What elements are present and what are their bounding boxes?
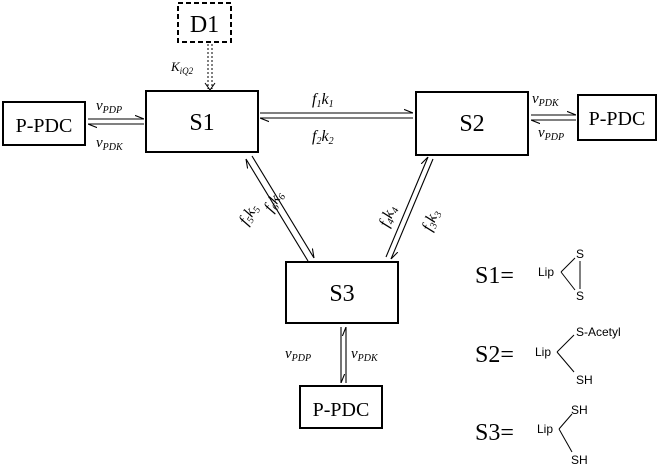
legend-s1-bottom: S (576, 289, 584, 303)
s1-s3-f5k5-rate: f5k5 (236, 201, 263, 229)
left-bottom-rate: vPDK (96, 135, 124, 153)
legend-s2: S2= Lip S-Acetyl SH (475, 325, 621, 387)
s3-box (285, 261, 399, 324)
legend-s3-bond-top (558, 413, 573, 430)
s1-s2-top-rate: f1k1 (312, 91, 334, 110)
ppdc-right-box (577, 94, 657, 141)
legend-s2-lip: Lip (535, 345, 551, 359)
right-bottom-rate: vPDP (538, 125, 564, 143)
right-top-rate: vPDK (532, 91, 560, 109)
d1-box (177, 2, 232, 43)
legend-s2-top: S-Acetyl (576, 325, 621, 339)
legend-s2-bond-top (556, 334, 575, 353)
s2-s3-f4k4-rate: f4k4 (376, 203, 402, 230)
legend-s2-bond-bottom (556, 351, 575, 373)
ppdc-bottom-box (299, 385, 383, 429)
s3-to-s2-arrow (385, 157, 429, 258)
s2-node: S2 (415, 91, 529, 156)
legend-s2-label: S2= (475, 342, 514, 368)
s2-s3-f3k3-rate: f3k3 (419, 207, 445, 234)
legend-s3-lip: Lip (537, 422, 553, 436)
left-top-rate: vPDP (96, 98, 122, 116)
left-exchange-arrows (88, 119, 144, 124)
legend-s3: S3= Lip SH SH (475, 403, 588, 467)
s1-s3-arrows (246, 155, 314, 262)
s2-label: S2 (459, 111, 484, 137)
legend-s1-lip: Lip (538, 265, 554, 279)
ppdc-right-label: P-PDC (589, 108, 646, 130)
ppdc-left-node: P-PDC (2, 101, 86, 146)
kiq2-label: KiQ2 (170, 59, 194, 76)
s1-s2-bottom-rate: f2k2 (312, 128, 334, 147)
d1-inhibition-arrow (204, 44, 216, 91)
s3-label: S3 (329, 281, 354, 307)
legend-s1: S1= Lip S S (475, 247, 584, 303)
ppdc-left-box (2, 101, 86, 146)
legend-s3-bond-bottom (558, 428, 573, 453)
s1-label: S1 (189, 110, 214, 136)
ppdc-bottom-node: P-PDC (299, 385, 383, 429)
s1-box (145, 90, 259, 153)
legend-s1-bond-bottom (560, 271, 576, 291)
s3-node: S3 (285, 261, 399, 324)
s2-box (415, 91, 529, 156)
s2-s3-arrows (385, 157, 434, 259)
s1-to-s3-arrow (251, 155, 314, 259)
ppdc-bottom-label: P-PDC (313, 399, 370, 421)
bottom-left-rate: vPDP (285, 346, 311, 364)
s3-to-s1-arrow (246, 158, 309, 262)
legend-s1-label: S1= (475, 263, 514, 289)
s1-s2-arrows (260, 113, 413, 118)
bottom-exchange-arrows (340, 327, 347, 383)
d1-node: D1 (177, 2, 232, 43)
d1-arrow-head (204, 82, 216, 91)
legend-s3-bottom: SH (571, 453, 588, 467)
bottom-right-rate: vPDK (351, 346, 379, 364)
legend-s3-top: SH (571, 403, 588, 417)
s2-to-s3-arrow (390, 158, 434, 259)
legend-s1-bond-top (560, 257, 576, 273)
d1-label: D1 (190, 12, 219, 38)
ppdc-right-node: P-PDC (577, 94, 657, 141)
legend-s3-label: S3= (475, 420, 514, 446)
legend-s1-top: S (576, 247, 584, 261)
ppdc-left-label: P-PDC (16, 115, 73, 137)
right-exchange-arrows (531, 115, 576, 120)
s1-node: S1 (145, 90, 259, 153)
legend-s2-bottom: SH (576, 373, 593, 387)
